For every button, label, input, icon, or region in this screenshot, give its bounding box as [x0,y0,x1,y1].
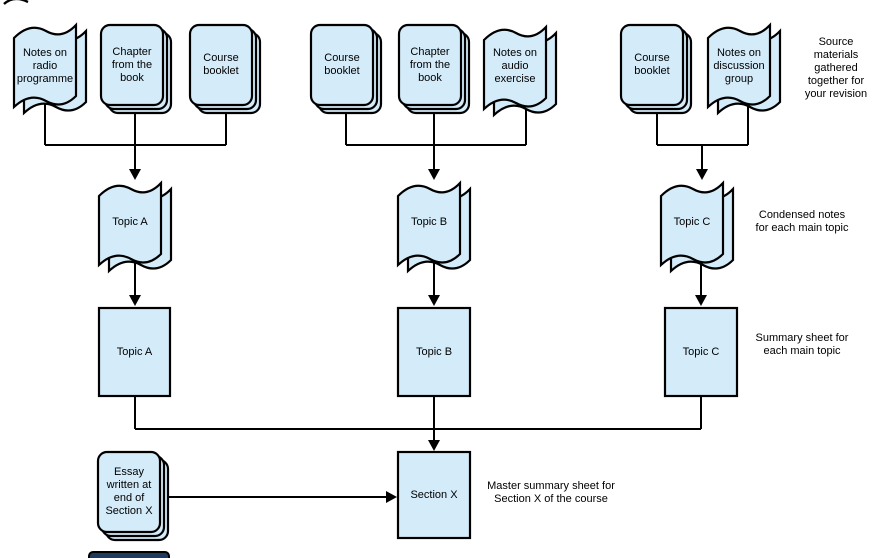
course-booklet-3-shape [619,23,693,115]
connectors [44,98,749,503]
arrow-into-topic-b-sheet [428,295,440,306]
annotation-source-materials: Source materials gathered together for y… [804,36,868,100]
arrow-into-topic-c-notes [696,169,708,180]
annotation-condensed-notes: Condensed notes for each main topic [755,209,849,234]
annotation-master-summary: Master summary sheet for Section X of th… [487,480,615,505]
essay-shape [96,450,170,542]
topic-c-sheet-shape [663,306,739,398]
arrow-into-topic-c-sheet [695,295,707,306]
chapter-book-2-shape [397,23,471,115]
notes-radio-shape [12,23,88,115]
arrow-essay-to-section-x [386,491,397,503]
annotation-summary-sheet: Summary sheet for each main topic [755,332,849,357]
arrow-into-topic-a-notes [129,169,141,180]
notes-discussion-shape [706,23,782,115]
course-booklet-1-shape [188,23,262,115]
arrow-into-topic-a-sheet [129,295,141,306]
topic-b-notes-shape [396,181,472,273]
topic-c-notes-shape [659,181,735,273]
cropped-shape-top-edge [3,0,29,5]
cropped-shape-bottom-edge [88,551,170,558]
topic-a-sheet-shape [97,306,172,398]
notes-audio-shape [482,25,558,117]
arrow-into-section-x [428,440,440,451]
arrow-into-topic-b-notes [428,169,440,180]
topic-a-notes-shape [97,181,173,273]
connector-lines [44,98,749,498]
topic-b-sheet-shape [396,306,472,398]
course-booklet-2-shape [309,23,383,115]
section-x-shape [396,450,472,540]
chapter-book-1-shape [99,23,173,115]
